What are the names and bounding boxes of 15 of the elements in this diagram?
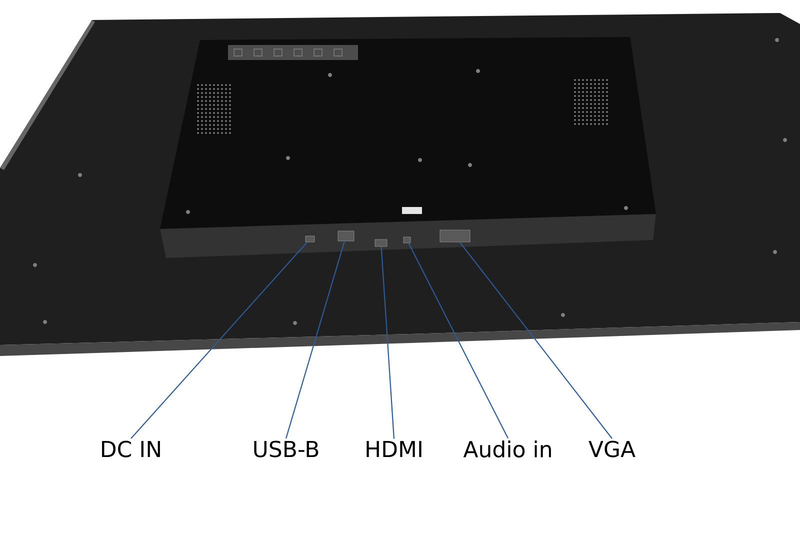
port-label: Audio in xyxy=(463,440,551,458)
port-label: USB-B xyxy=(254,440,318,458)
leader-line xyxy=(130,242,308,439)
port xyxy=(305,236,315,242)
leader-line xyxy=(285,241,345,439)
port-label: VGA xyxy=(588,440,636,458)
port xyxy=(440,230,470,242)
leader-line xyxy=(380,246,395,439)
port xyxy=(374,239,388,247)
leader-line xyxy=(459,242,612,439)
port-label: DC IN xyxy=(102,440,160,458)
port-label: HDMI xyxy=(366,440,422,458)
port xyxy=(338,230,354,242)
port xyxy=(403,236,411,244)
leader-line xyxy=(408,242,508,439)
